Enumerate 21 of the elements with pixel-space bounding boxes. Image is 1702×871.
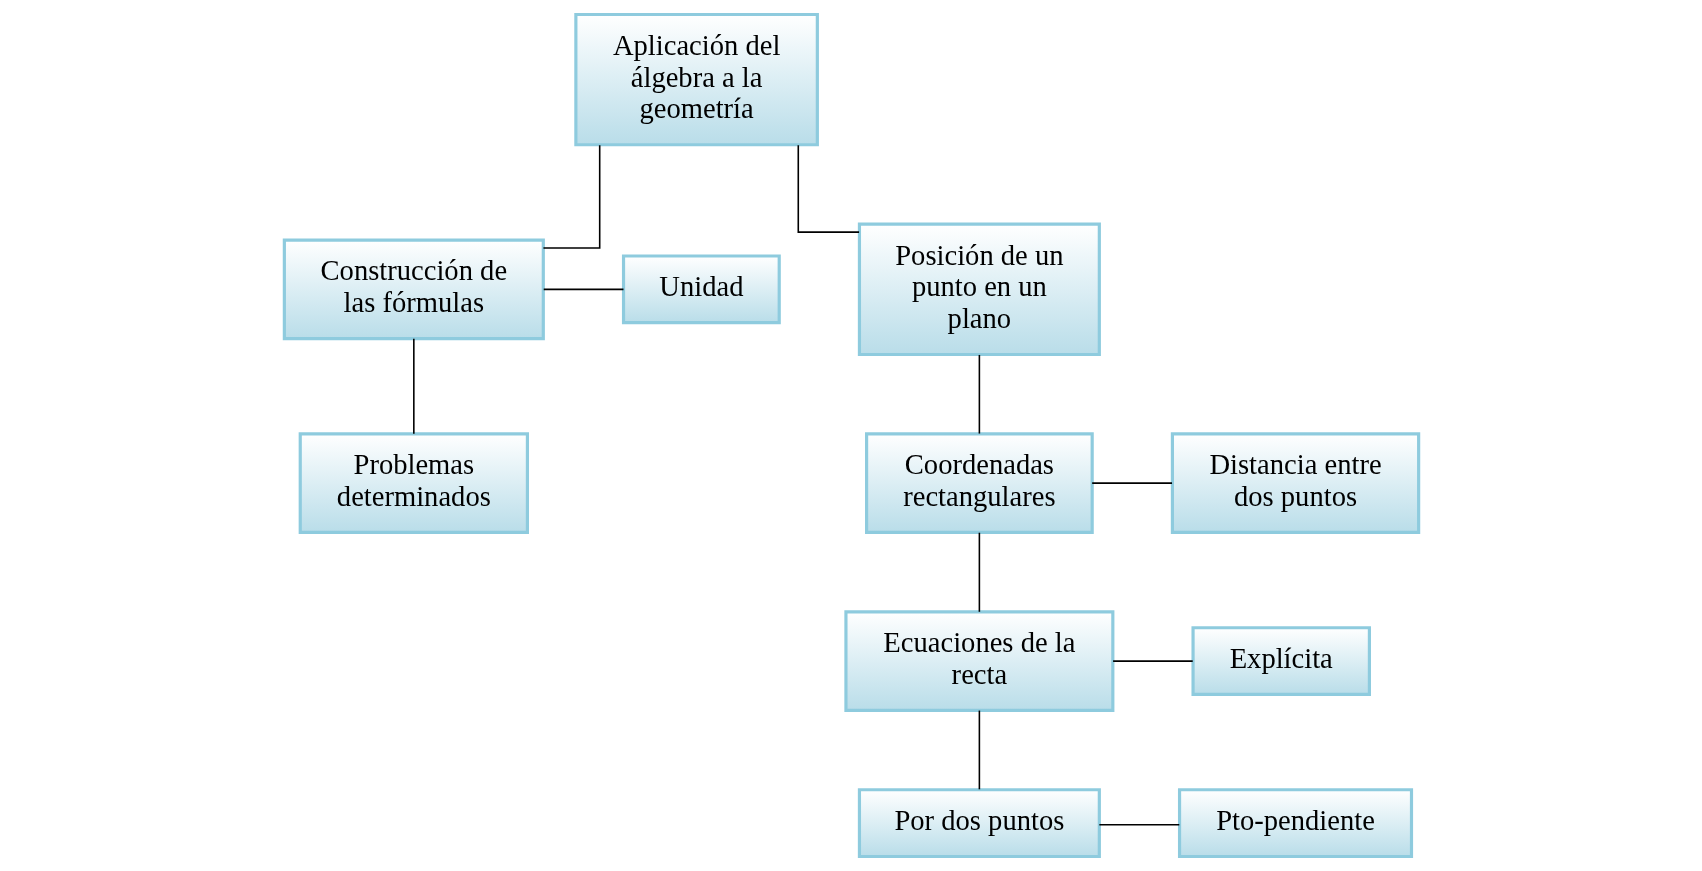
connector bbox=[978, 709, 980, 791]
node-box: Explícita bbox=[1190, 626, 1371, 697]
connector bbox=[1090, 482, 1173, 484]
node-box: Pto-pendiente bbox=[1177, 788, 1413, 859]
node-box: Posición de un punto en un plano bbox=[857, 222, 1101, 357]
node-box: Unidad bbox=[621, 254, 781, 325]
connector bbox=[542, 288, 624, 291]
node-box: Coordenadas rectangulares bbox=[864, 432, 1094, 534]
connector bbox=[978, 354, 980, 435]
node-box: Aplicación del álgebra a la geometría bbox=[573, 12, 819, 147]
connector bbox=[978, 531, 980, 613]
connector bbox=[412, 337, 415, 435]
connector bbox=[797, 144, 860, 233]
node-box: Distancia entre dos puntos bbox=[1170, 432, 1420, 534]
node-box: Ecuaciones de la recta bbox=[843, 610, 1114, 712]
node-box: Construcción de las fórmulas bbox=[282, 238, 545, 341]
node-box: Por dos puntos bbox=[857, 788, 1101, 859]
connector bbox=[542, 144, 600, 249]
node-box: Problemas determinados bbox=[298, 432, 529, 534]
connector bbox=[1111, 660, 1193, 662]
connector bbox=[1098, 823, 1180, 826]
